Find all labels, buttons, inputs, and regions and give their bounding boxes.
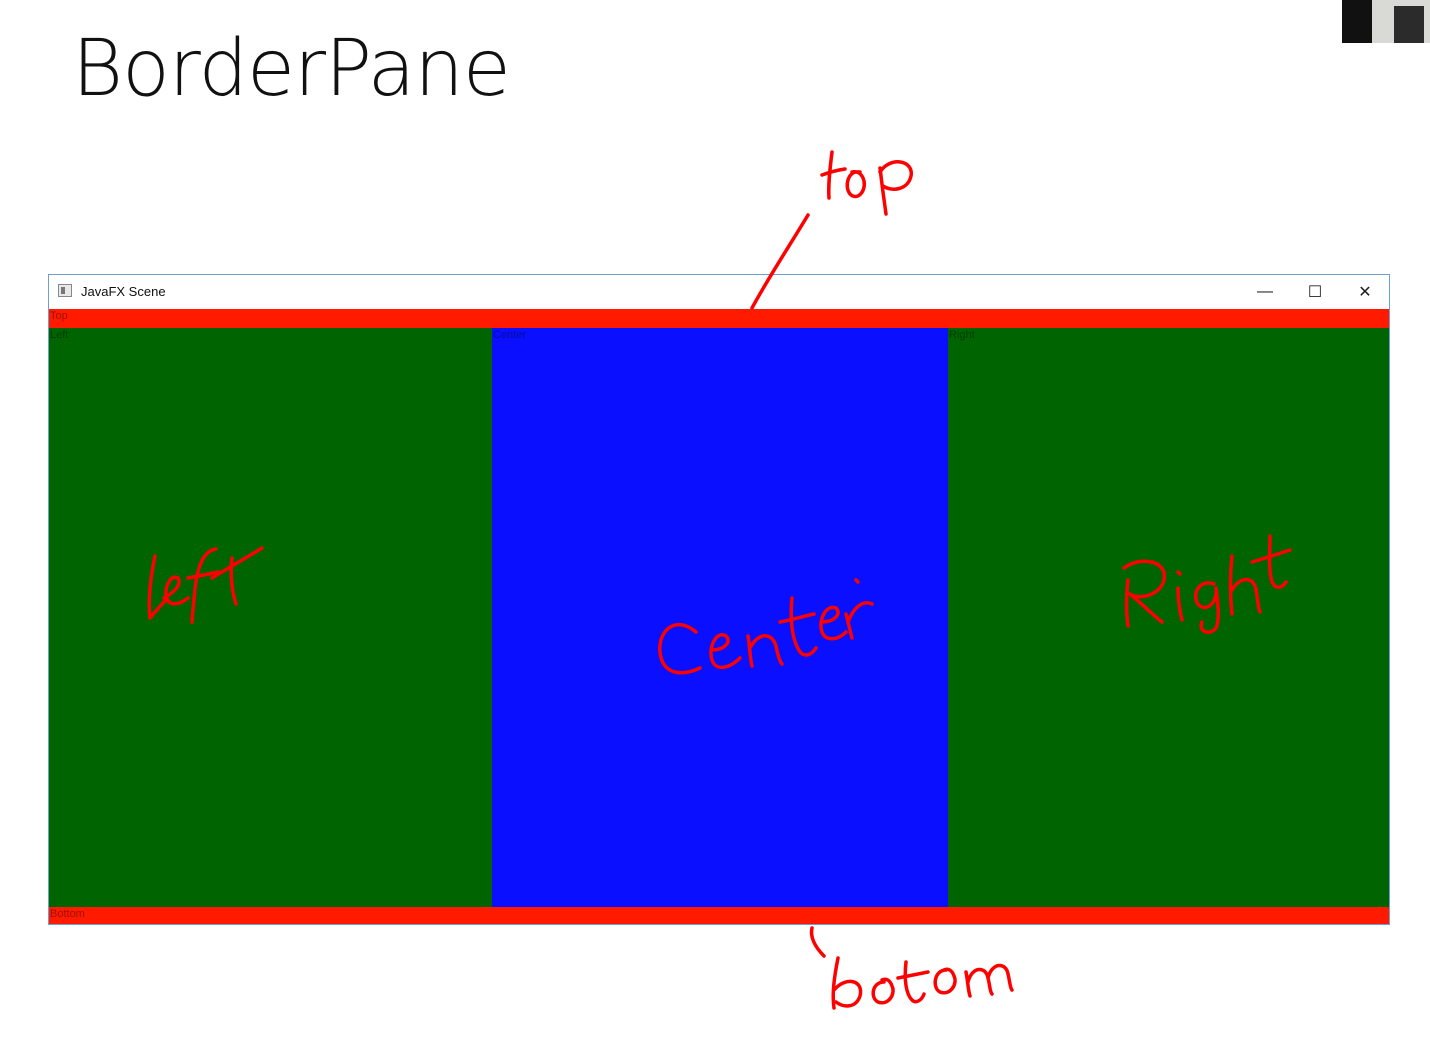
window-title: JavaFX Scene [81,284,166,299]
ink-word-bottom [831,956,1014,1010]
close-icon: ✕ [1358,284,1372,301]
app-window-icon [58,284,72,297]
minimize-icon: — [1257,283,1273,300]
center-region-label: Center [493,329,527,341]
bottom-region: Bottom [49,907,1389,924]
right-region-label: Right [949,329,975,341]
window-titlebar[interactable]: JavaFX Scene — ☐ ✕ [49,275,1389,309]
maximize-icon: ☐ [1307,284,1323,301]
webcam-door-image [1394,6,1424,43]
top-region-label: Top [50,310,68,322]
right-region: Right [948,328,1389,907]
ink-word-top [820,150,913,216]
top-region: Top [49,309,1389,328]
center-region: Center [492,328,948,907]
close-button[interactable]: ✕ [1340,275,1390,309]
left-region: Left [49,328,492,907]
bottom-region-label: Bottom [50,908,85,920]
ink-bottom-pointer-line [809,926,826,958]
maximize-button[interactable]: ☐ [1290,275,1340,309]
slide-title: BorderPane [72,24,511,114]
webcam-thumbnail [1342,0,1430,43]
minimize-button[interactable]: — [1240,275,1290,309]
left-region-label: Left [50,329,69,341]
javafx-window: JavaFX Scene — ☐ ✕ Top Left Center Right… [48,274,1390,925]
